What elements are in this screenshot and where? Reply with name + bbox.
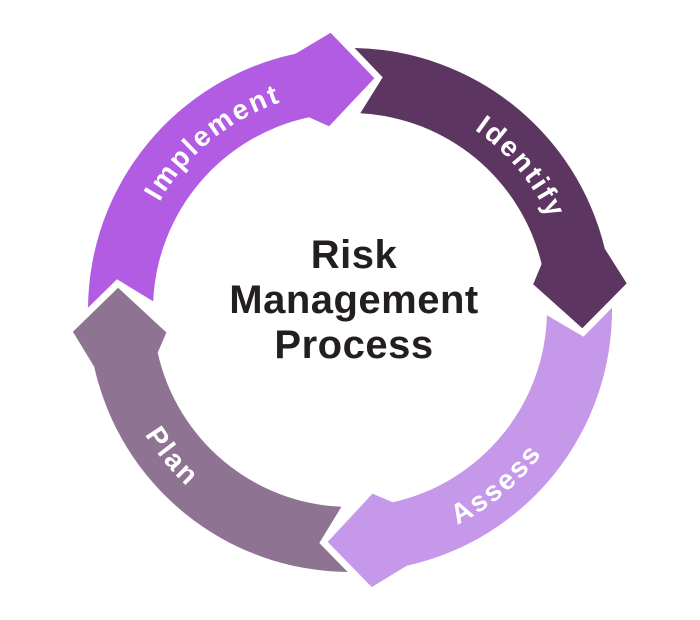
- arrow-segment-implement: [88, 32, 375, 308]
- center-title-line-1: Risk: [311, 233, 398, 277]
- center-title-line-2: Management: [229, 278, 479, 322]
- arrow-segment-assess: [327, 307, 613, 588]
- center-title-line-3: Process: [274, 323, 433, 367]
- arrow-segment-identify: [354, 48, 627, 329]
- arrow-segment-plan: [72, 287, 348, 572]
